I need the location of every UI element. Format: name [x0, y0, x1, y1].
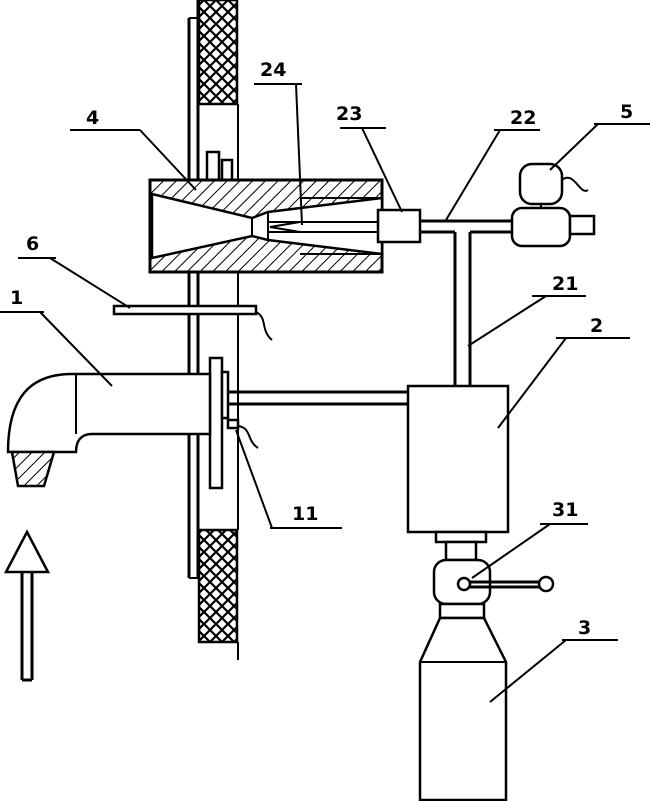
valve-23: [376, 208, 422, 244]
leader-lines: [0, 83, 650, 703]
sensor-11: [226, 418, 259, 449]
label-2: 2: [590, 315, 603, 337]
label-4: 4: [86, 107, 99, 129]
label-11: 11: [292, 503, 318, 525]
label-21: 21: [552, 273, 578, 295]
valve-31: [432, 558, 555, 606]
label-24: 24: [260, 59, 286, 81]
pipe-22: [420, 219, 512, 234]
wall-block-bottom: [197, 528, 239, 644]
label-1: 1: [10, 287, 23, 309]
label-3: 3: [578, 617, 591, 639]
label-22: 22: [510, 107, 536, 129]
pump-5: [510, 162, 596, 248]
labels: 24 4 23 22 5 6 21 1 2 11 31 3: [10, 59, 633, 639]
horn-tip: [10, 450, 56, 488]
pump-wire: [561, 176, 589, 192]
tank-2: [406, 384, 510, 534]
coupling: [434, 530, 488, 562]
nozzle-body-4: [148, 150, 384, 274]
wall: [187, 0, 239, 660]
label-5: 5: [620, 101, 633, 123]
label-31: 31: [552, 499, 578, 521]
label-6: 6: [26, 233, 39, 255]
label-23: 23: [336, 103, 362, 125]
wall-block-top: [197, 0, 239, 106]
pipe-21: [453, 232, 472, 386]
horn-1: [6, 356, 230, 490]
cylinder-3: [418, 602, 508, 801]
flow-arrow-icon: [3, 529, 51, 682]
plate-6: [112, 304, 273, 341]
